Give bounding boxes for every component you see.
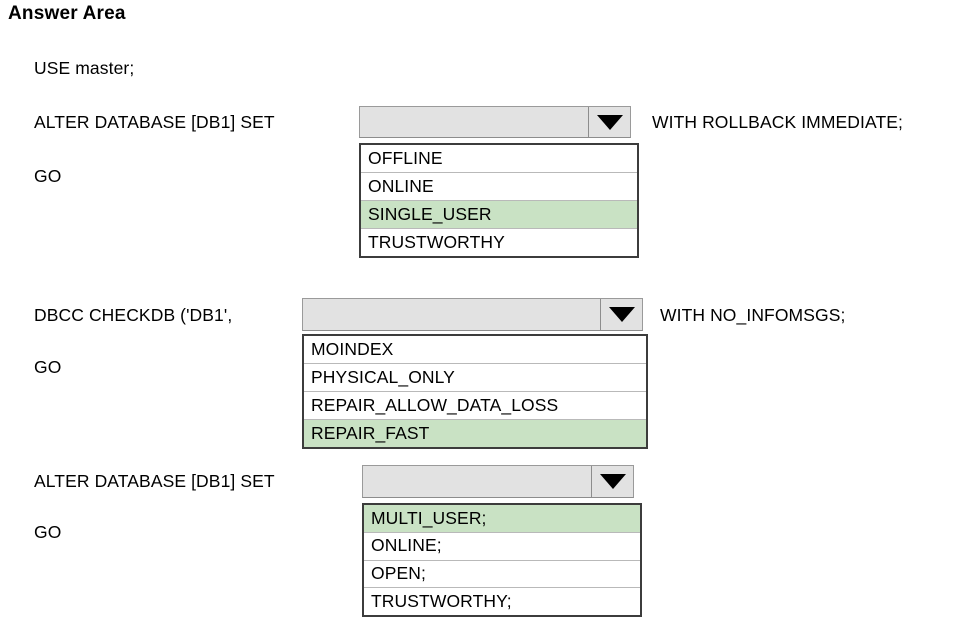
dropdown-1-option-list[interactable]: OFFLINE ONLINE SINGLE_USER TRUSTWORTHY	[359, 143, 639, 258]
dropdown-1-option-selected[interactable]: SINGLE_USER	[361, 201, 637, 229]
dropdown-1-value	[360, 107, 588, 137]
dropdown-3-option-selected[interactable]: MULTI_USER;	[364, 505, 640, 533]
dropdown-3-option[interactable]: ONLINE;	[364, 532, 640, 561]
dropdown-3-value	[363, 466, 591, 497]
dropdown-2-option-list[interactable]: MOINDEX PHYSICAL_ONLY REPAIR_ALLOW_DATA_…	[302, 334, 648, 449]
block-2-terminator: GO	[34, 357, 62, 377]
chevron-down-icon	[596, 114, 623, 130]
block-1-prefix: ALTER DATABASE [DB1] SET	[34, 112, 275, 132]
block-3-terminator: GO	[34, 522, 62, 542]
dropdown-1-option[interactable]: OFFLINE	[361, 145, 637, 173]
dropdown-2-option[interactable]: REPAIR_ALLOW_DATA_LOSS	[304, 392, 646, 420]
dropdown-1-option[interactable]: TRUSTWORTHY	[361, 229, 637, 256]
dropdown-1-toggle[interactable]	[588, 107, 630, 137]
dropdown-2-option-selected[interactable]: REPAIR_FAST	[304, 420, 646, 447]
dropdown-3[interactable]	[362, 465, 634, 498]
page-title: Answer Area	[8, 3, 126, 24]
dropdown-2[interactable]	[302, 298, 643, 331]
dropdown-3-option[interactable]: TRUSTWORTHY;	[364, 588, 640, 615]
dropdown-2-toggle[interactable]	[600, 299, 642, 330]
block-2-prefix: DBCC CHECKDB ('DB1',	[34, 305, 233, 325]
chevron-down-icon	[608, 307, 635, 322]
dropdown-2-value	[303, 299, 600, 330]
chevron-down-icon	[599, 474, 626, 489]
dropdown-1[interactable]	[359, 106, 631, 138]
dropdown-2-option[interactable]: PHYSICAL_ONLY	[304, 364, 646, 392]
block-1-terminator: GO	[34, 166, 62, 186]
dropdown-1-option[interactable]: ONLINE	[361, 173, 637, 201]
dropdown-3-option[interactable]: OPEN;	[364, 560, 640, 589]
block-1-suffix: WITH ROLLBACK IMMEDIATE;	[652, 112, 903, 132]
dropdown-2-option[interactable]: MOINDEX	[304, 336, 646, 364]
block-3-prefix: ALTER DATABASE [DB1] SET	[34, 471, 275, 491]
dropdown-3-option-list[interactable]: MULTI_USER; ONLINE; OPEN; TRUSTWORTHY;	[362, 503, 642, 617]
block-2-suffix: WITH NO_INFOMSGS;	[660, 305, 846, 325]
dropdown-3-toggle[interactable]	[591, 466, 633, 497]
statement-use-master: USE master;	[34, 58, 135, 78]
